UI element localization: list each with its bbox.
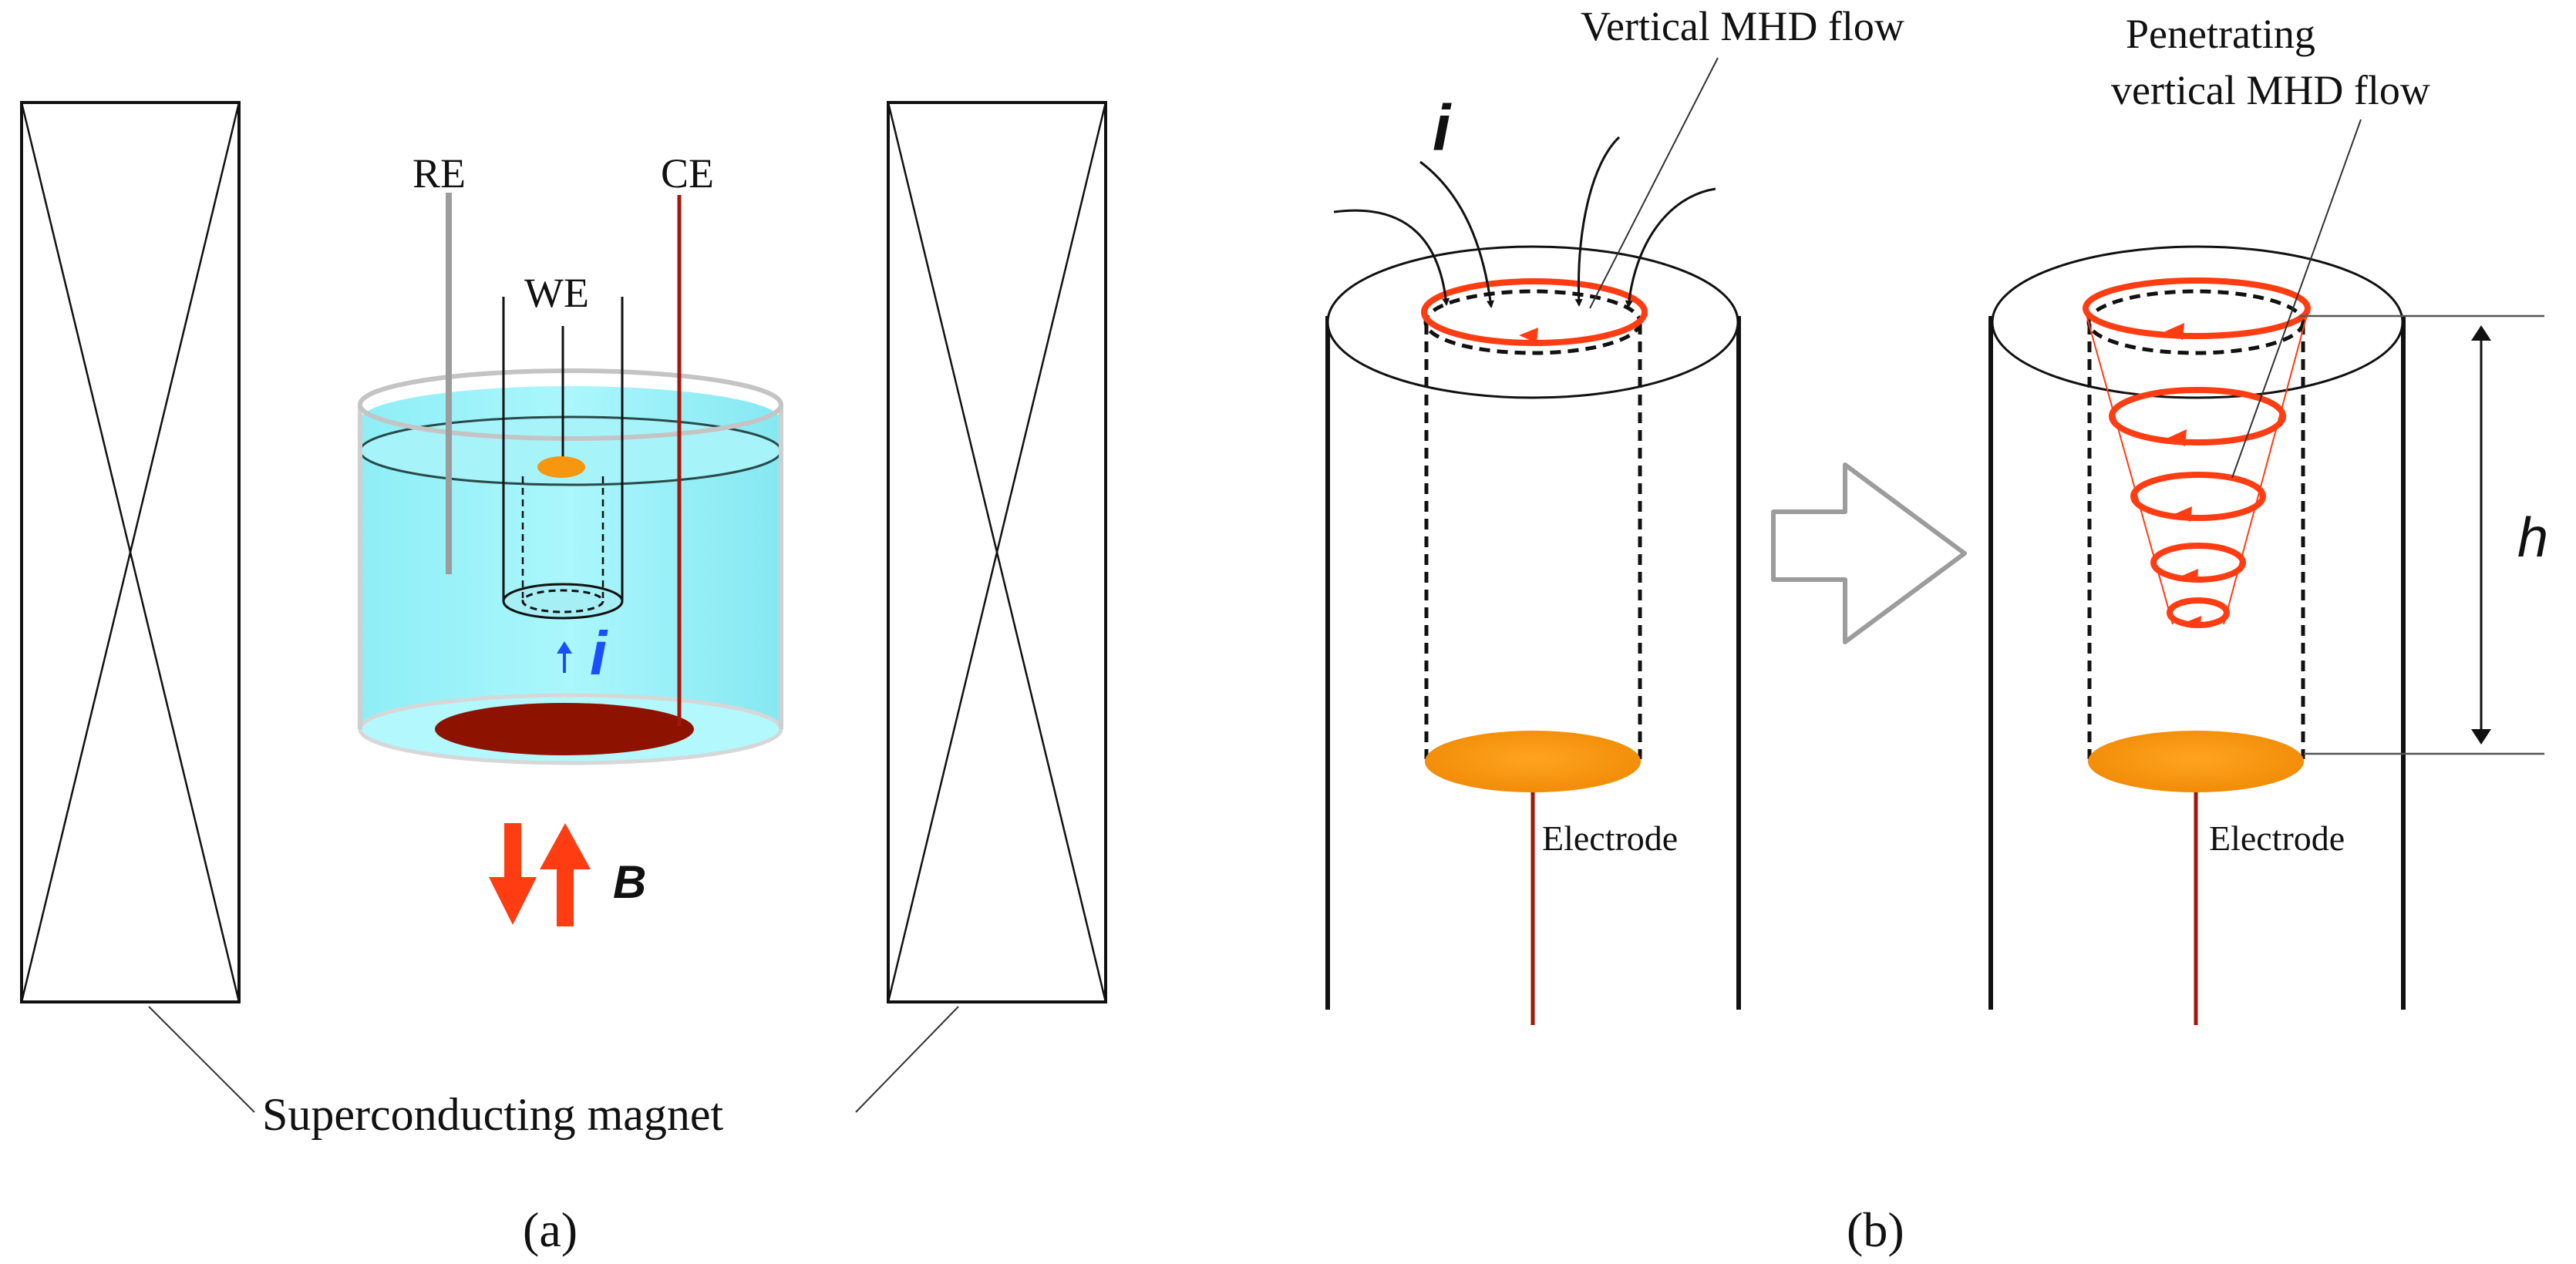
height-label: h (2517, 507, 2548, 569)
magnet-leader-left (148, 1006, 255, 1113)
electrode-label-right: Electrode (2209, 819, 2345, 858)
magnetic-field-arrows (489, 823, 591, 926)
magnet-coil-left (20, 101, 241, 1003)
panel-b-caption: (b) (1847, 1202, 1904, 1257)
current-label-a: i (590, 619, 608, 687)
panel-b: i Vertical MHD flow Electrode (1325, 3, 2548, 1257)
electrode-disk-right (2088, 731, 2304, 792)
penetrating-flow-label-line2: vertical MHD flow (2111, 67, 2430, 113)
working-electrode-holder (502, 297, 624, 620)
magnet-coil-right (887, 101, 1107, 1003)
electrode-disk-left (1425, 731, 1641, 792)
we-label: WE (524, 270, 589, 316)
transition-arrow (1771, 462, 1967, 644)
current-lines-left (1333, 136, 1716, 308)
height-dimension (2299, 314, 2544, 755)
penetrating-flow-label-line1: Penetrating (2126, 11, 2315, 57)
ce-label: CE (661, 150, 714, 197)
vertical-mhd-flow-leader (1589, 57, 1719, 309)
panel-a: RE CE WE i B Superconducting magnet (a) (20, 101, 1107, 1257)
panel-a-caption: (a) (523, 1202, 577, 1257)
current-direction-arrow (557, 641, 572, 673)
mhd-flow-loop-left (1421, 278, 1648, 346)
field-arrow-up (540, 823, 591, 926)
tube-left (1325, 245, 1741, 1025)
penetrating-mhd-vortex (2083, 277, 2311, 628)
field-label: B (613, 856, 646, 908)
beaker-rim (358, 368, 783, 441)
electrochemical-cell (358, 193, 783, 765)
tube-right (1988, 245, 2406, 1025)
re-label: RE (412, 150, 466, 197)
magnet-label: Superconducting magnet (262, 1089, 724, 1140)
field-arrow-down (489, 823, 537, 925)
penetrating-flow-leader (2231, 119, 2362, 479)
electrode-label-left: Electrode (1542, 819, 1678, 858)
counter-electrode-disk (435, 703, 694, 755)
vertical-mhd-flow-label: Vertical MHD flow (1581, 3, 1904, 49)
working-electrode-disk (537, 456, 585, 478)
magnet-leader-right (855, 1006, 959, 1113)
current-label-b: i (1433, 92, 1452, 164)
